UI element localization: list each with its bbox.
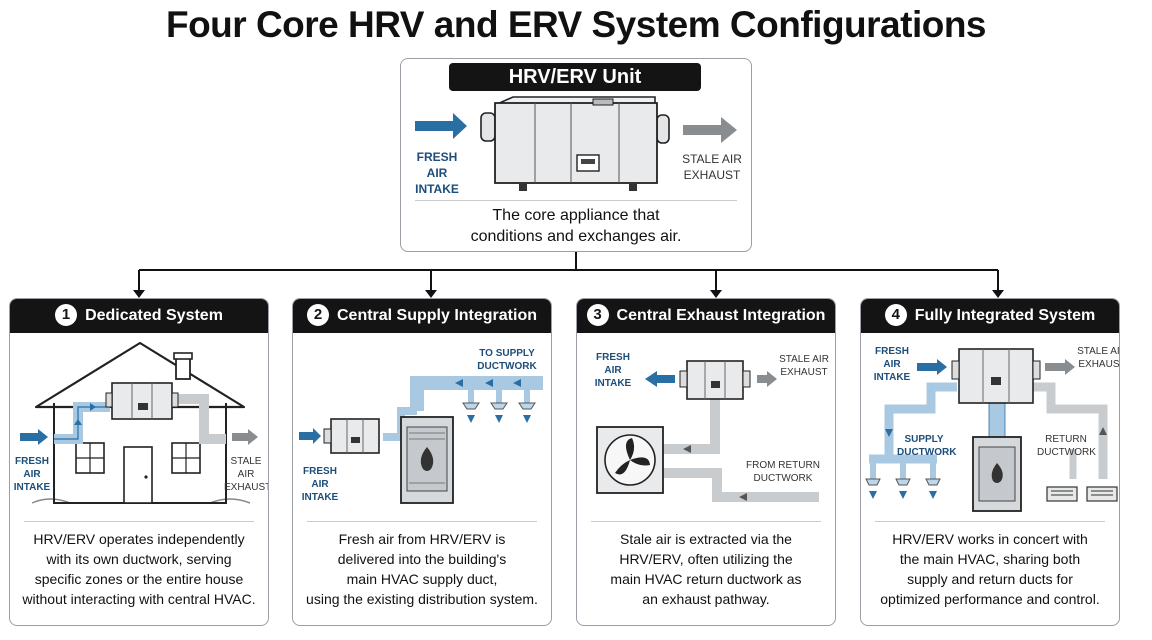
central-exhaust-illustration [596, 360, 819, 502]
fan-icon [615, 438, 650, 475]
dedicated-system-illustration [20, 341, 258, 504]
step-number: 3 [586, 304, 609, 326]
divider [875, 521, 1105, 522]
card-header: 3 Central Exhaust Integration [577, 299, 835, 333]
card-title: Central Exhaust Integration [616, 307, 826, 324]
fresh-air-arrow-icon [917, 359, 947, 375]
card-dedicated-system: 1 Dedicated System [9, 298, 269, 626]
stale-air-arrow-icon [1045, 359, 1075, 375]
central-supply-illustration [299, 376, 543, 504]
divider [24, 521, 254, 522]
card-header: 4 Fully Integrated System [861, 299, 1119, 333]
card-title: Fully Integrated System [914, 307, 1096, 324]
card-title: Dedicated System [85, 307, 223, 324]
fully-integrated-illustration [865, 348, 1118, 512]
fresh-air-arrow-icon [299, 428, 321, 444]
divider [415, 200, 737, 201]
divider [307, 521, 537, 522]
unit-heading: HRV/ERV Unit [449, 63, 701, 91]
card-header: 1 Dedicated System [10, 299, 268, 333]
card-title: Central Supply Integration [336, 307, 537, 324]
divider [591, 521, 821, 522]
step-number: 1 [55, 304, 78, 326]
flame-icon [420, 447, 434, 471]
hrv-erv-unit-illustration [415, 96, 737, 191]
stale-air-arrow-icon [232, 429, 258, 445]
stale-air-arrow-icon [683, 117, 737, 143]
fresh-air-arrow-icon [20, 429, 48, 445]
fresh-air-arrow-icon [645, 371, 675, 387]
step-number: 2 [306, 304, 329, 326]
step-number: 4 [884, 304, 907, 326]
card-header: 2 Central Supply Integration [293, 299, 551, 333]
flame-icon [991, 463, 1003, 483]
fresh-air-arrow-icon [415, 113, 467, 139]
page-title: Four Core HRV and ERV System Configurati… [165, 4, 987, 45]
stale-air-arrow-icon [757, 371, 777, 387]
